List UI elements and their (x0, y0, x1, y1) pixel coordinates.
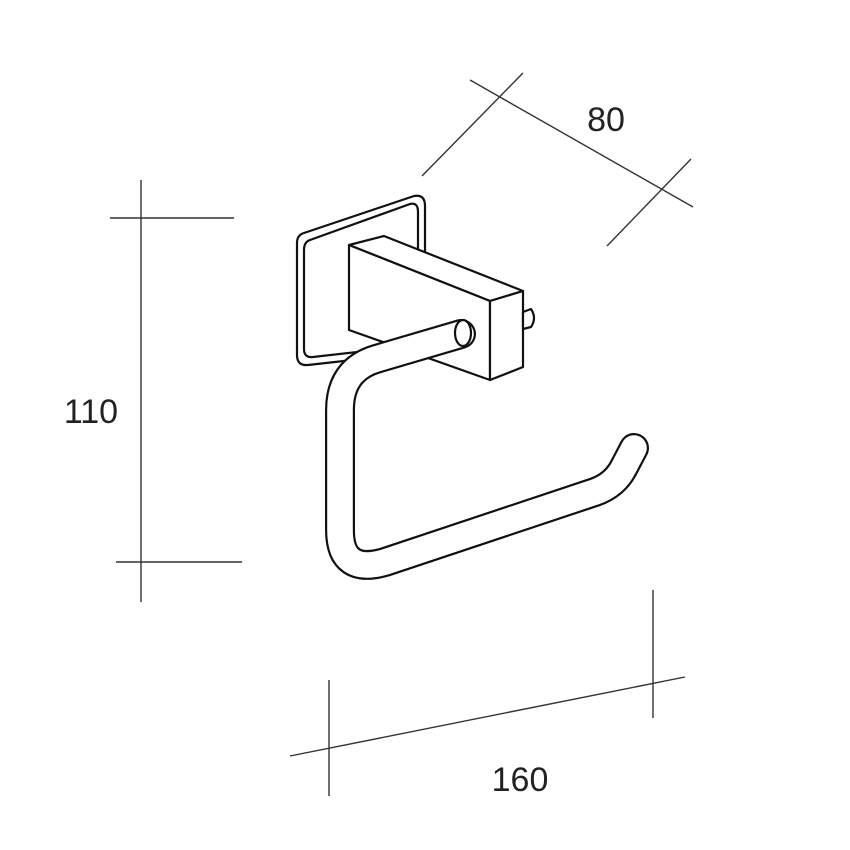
depth-extension-left (421, 72, 524, 177)
rod-end-cap (453, 318, 473, 348)
holder-rod (327, 321, 647, 578)
toilet-roll-holder (295, 194, 649, 580)
width-dimension-line (289, 676, 686, 757)
depth-dimension-label: 80 (587, 101, 625, 139)
depth-extension-right (606, 158, 692, 247)
height-dimension: 110 (64, 180, 242, 602)
width-dimension: 160 (289, 590, 686, 799)
height-dimension-label: 110 (64, 393, 118, 431)
depth-dimension-line (469, 79, 694, 208)
bracket-arm-end (488, 289, 525, 382)
depth-dimension: 80 (421, 72, 694, 247)
end-screw (521, 307, 536, 331)
width-dimension-label: 160 (492, 761, 549, 799)
